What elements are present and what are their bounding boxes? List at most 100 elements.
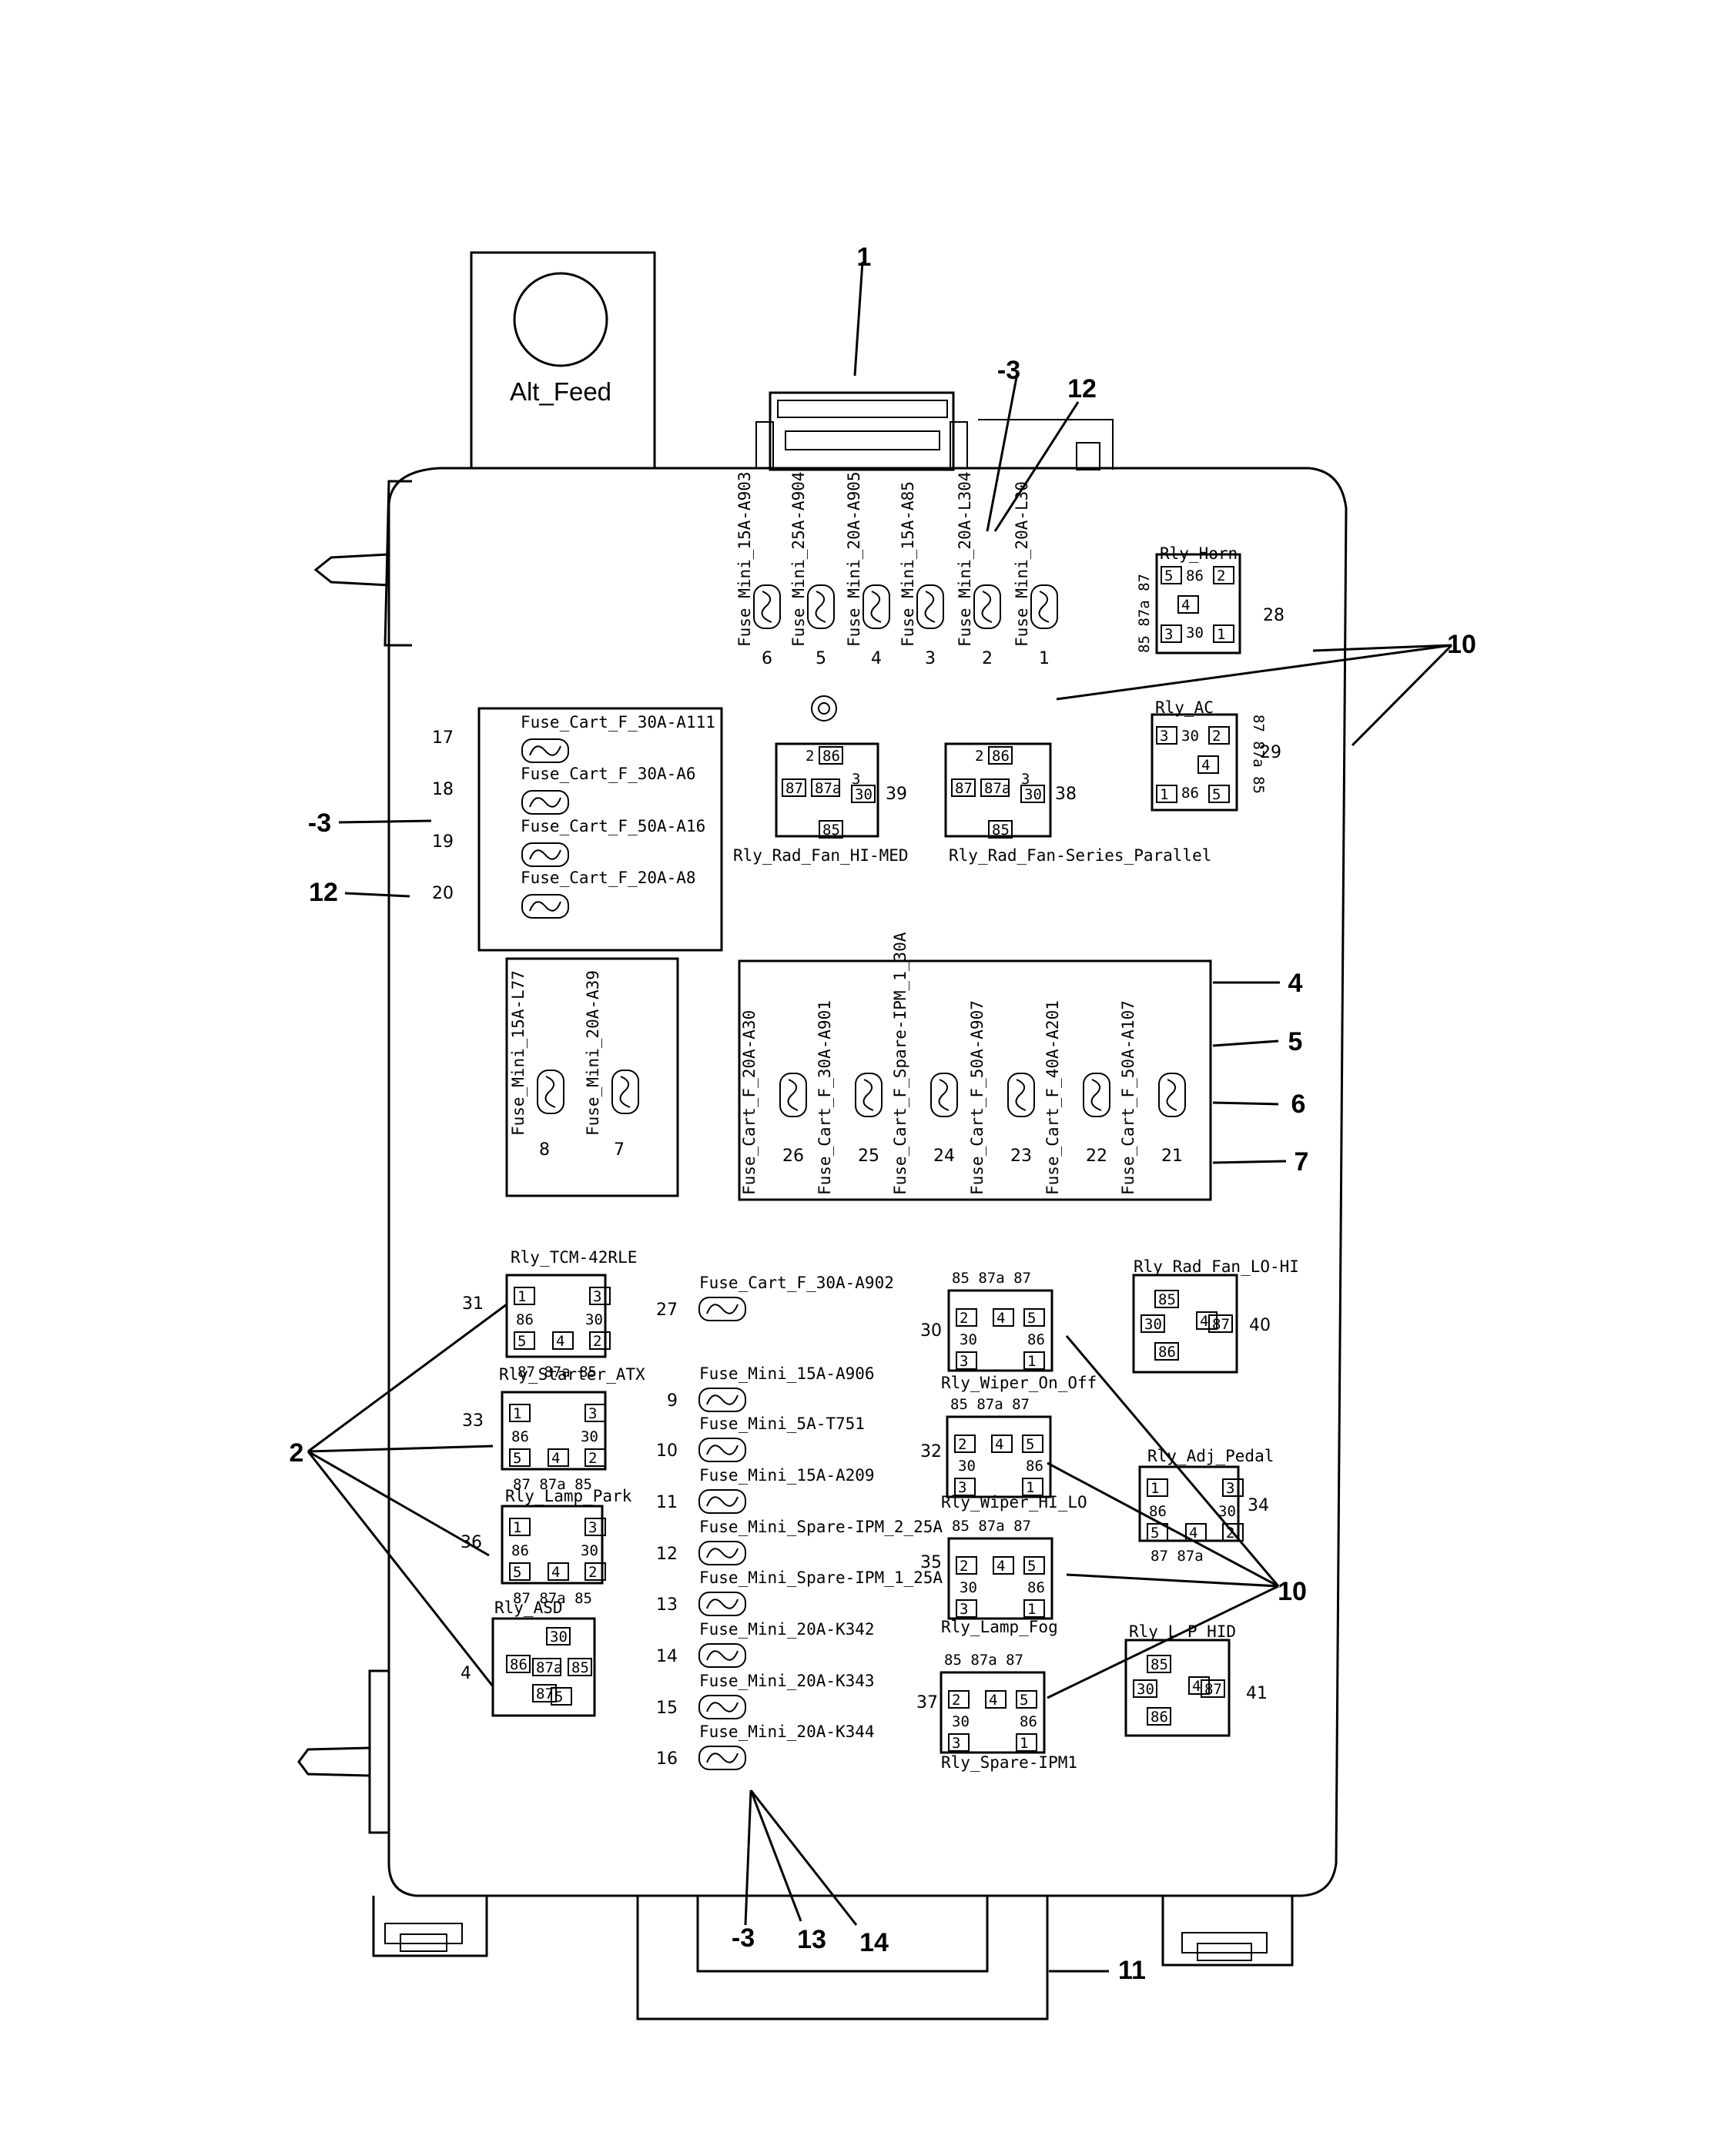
relay-pin: 2 — [1217, 567, 1225, 584]
fuse-symbol — [930, 1073, 958, 1117]
alt-feed-label: Alt_Feed — [510, 377, 611, 406]
fuse-position: 13 — [656, 1595, 678, 1615]
relay-position: 4 — [461, 1664, 471, 1683]
relay-position: 33 — [462, 1411, 484, 1431]
relay-pin: 2 — [952, 1692, 960, 1709]
relay-pin: 2 — [960, 1310, 968, 1327]
relay-label: Rly_Lamp_Park — [505, 1487, 632, 1505]
relay-pin: 3 — [958, 1479, 966, 1496]
fuse-symbol — [698, 1388, 746, 1412]
relay-pin: 1 — [1027, 1353, 1036, 1370]
fuse-label: Fuse_Mini_15A-A906 — [699, 1364, 875, 1383]
middle-fuse-column: Fuse_Cart_F_30A-A90227Fuse_Mini_15A-A906… — [656, 1274, 943, 1770]
callout-11: 11 — [1118, 1956, 1146, 1985]
fuse-symbol — [698, 1438, 746, 1462]
relay-pin: 3 — [960, 1601, 968, 1618]
fuse-symbol — [521, 842, 569, 867]
fuse-label: Fuse_Cart_F_40A-A201 — [1043, 1000, 1062, 1195]
fuse-label: Fuse_Cart_F_50A-A16 — [521, 817, 705, 835]
callout-10-top: 10 — [1447, 630, 1476, 659]
relay-pin: 85 — [1151, 1656, 1168, 1673]
fuse-position: 6 — [762, 649, 772, 668]
fuse-position: 12 — [656, 1545, 678, 1564]
fuse-position: 20 — [432, 884, 454, 903]
fuse-symbol — [521, 790, 569, 815]
relay-pin: 30 — [581, 1428, 598, 1445]
relay-pin: 86 — [516, 1311, 534, 1328]
relay-pin: 30 — [960, 1331, 977, 1348]
fuse-label: Fuse_Cart_F_30A-A901 — [816, 1000, 834, 1195]
relay-pin: 3 — [1164, 626, 1173, 643]
callout-13: 13 — [797, 1925, 826, 1954]
fuse-label: Fuse_Mini_20A-L30 — [1013, 481, 1031, 647]
callout-10-bottom: 10 — [1278, 1577, 1307, 1606]
fuse-position: 26 — [782, 1147, 804, 1166]
relay-pin: 4 — [995, 1436, 1003, 1453]
relay-position: 37 — [916, 1693, 938, 1712]
relay-pin: 5 — [1026, 1436, 1034, 1453]
relay-pin: 2 — [593, 1333, 601, 1350]
callout-12-left: 12 — [309, 878, 338, 907]
fuse-label: Fuse_Mini_20A-K343 — [699, 1672, 875, 1690]
callout-4: 4 — [1288, 969, 1303, 998]
fuse-position: 24 — [933, 1147, 955, 1166]
relay-pin: 5 — [1027, 1558, 1036, 1575]
relay-pin: 86 — [511, 1542, 529, 1559]
relay-pin: 4 — [1181, 597, 1190, 614]
relay-pin: 87 — [1212, 1316, 1230, 1333]
callout-2: 2 — [290, 1438, 304, 1468]
fuse-position: 1 — [1039, 649, 1050, 668]
relay-pin: 30 — [1024, 786, 1042, 803]
callout-3-left: -3 — [308, 808, 331, 838]
relay-pin: 86 — [822, 748, 840, 765]
relay-label: Rly_Adj_Pedal — [1147, 1447, 1274, 1465]
fuse-symbol — [916, 584, 944, 629]
left-cart-fuse-block — [477, 707, 723, 952]
relay-pin: 4 — [1201, 757, 1210, 774]
fuse-label: Fuse_Mini_15A-A903 — [735, 471, 754, 647]
fuse-label: Fuse_Cart_F_Spare-IPM_1_30A — [891, 932, 909, 1195]
relay-position: 41 — [1246, 1684, 1268, 1703]
relay-position: 39 — [886, 785, 907, 804]
fuse-position: 22 — [1086, 1147, 1107, 1166]
fuse-position: 19 — [432, 832, 454, 852]
housing-outline — [297, 391, 1348, 2020]
relay-pin: 1 — [1026, 1479, 1034, 1496]
relay-position: 40 — [1249, 1316, 1271, 1335]
fuse-symbol — [698, 1746, 746, 1770]
fuse-label: Fuse_Cart_F_30A-A6 — [521, 765, 696, 783]
fuse-label: Fuse_Mini_15A-A85 — [899, 481, 917, 647]
relay-label: Rly_Rad_Fan_HI-MED — [733, 846, 909, 865]
relay-position: 28 — [1263, 606, 1285, 625]
relay-label: Rly_Spare-IPM1 — [941, 1753, 1077, 1772]
fuse-symbol — [537, 1070, 564, 1114]
callout-7: 7 — [1295, 1147, 1309, 1177]
relay-pin: 1 — [513, 1405, 521, 1422]
fuse-label: Fuse_Mini_20A-A39 — [584, 970, 602, 1136]
relay-pin: 30 — [952, 1713, 970, 1730]
relay-pin: 4 — [551, 1450, 560, 1467]
relay-pin: 86 — [1026, 1458, 1043, 1475]
fuse-symbol — [855, 1073, 883, 1117]
callout-3-top: -3 — [997, 356, 1020, 385]
fuse-symbol — [807, 584, 835, 629]
relay-label: Rly_Rad_Fan_LO-HI — [1134, 1257, 1299, 1276]
relay-pin: 3 — [1226, 1480, 1234, 1497]
top-mini-fuse-row: Fuse_Mini_15A-A9036Fuse_Mini_25A-A9045Fu… — [735, 471, 1058, 668]
relay-pin: 2 — [1226, 1525, 1234, 1542]
relay-terminal-row: 87 87a — [1151, 1548, 1204, 1565]
fuse-symbol — [698, 1541, 746, 1565]
relay-pin: 85 — [1158, 1291, 1176, 1308]
callout-5: 5 — [1288, 1027, 1303, 1056]
relay-pin: 4 — [1189, 1525, 1197, 1542]
relay-pin: 86 — [1186, 567, 1204, 584]
fuse-label: Fuse_Mini_15A-L77 — [509, 970, 528, 1136]
